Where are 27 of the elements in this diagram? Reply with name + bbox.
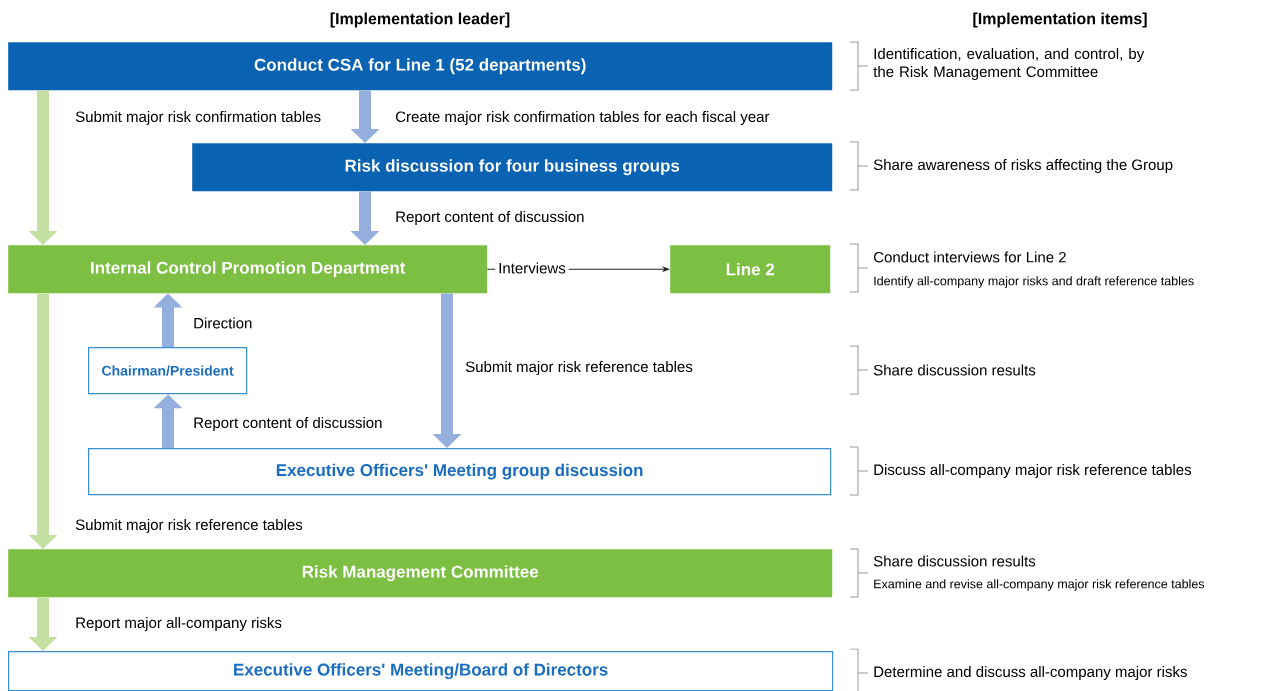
edge-label: Report content of discussion (392, 208, 588, 228)
edge-label: Interviews (495, 259, 569, 277)
note-text: Share awareness of risks affecting the Group (873, 159, 1173, 173)
process-box: Chairman/President (88, 347, 248, 395)
note-text: Determine and discuss all-company major risks (874, 666, 1187, 680)
process-box: Conduct CSA for Line 1 (52 departments) (8, 42, 833, 91)
note-text: Examine and revise all-company major risk reference tables (874, 579, 1205, 591)
edge-label: Report content of discussion (190, 414, 386, 434)
edge-label: Submit major risk reference tables (462, 358, 696, 378)
column-heading: [Implementation items] (973, 12, 1147, 28)
edge-label: Submit major risk confirmation tables (72, 108, 325, 128)
edge-label: Report major all-company risks (72, 614, 285, 634)
process-box: Risk discussion for four business groups (192, 143, 833, 192)
process-box: Executive Officers' Meeting/Board of Directors (8, 651, 834, 691)
note-text: Discuss all-company major risk reference tables (874, 464, 1192, 478)
process-box: Internal Control Promotion Department (8, 245, 488, 294)
note-text: Share discussion results (873, 364, 1036, 376)
edge-label: Create major risk confirmation tables for each fiscal year (392, 108, 773, 128)
process-box: Executive Officers' Meeting group discussion (88, 448, 832, 496)
note-text: Conduct interviews for Line 2 (874, 251, 1066, 263)
process-box: Risk Management Committee (8, 549, 833, 598)
edge-label: Direction (190, 314, 256, 332)
process-box: Line 2 (670, 245, 831, 294)
edge-label: Submit major risk reference tables (72, 516, 306, 536)
note-text: Identify all-company major risks and draft reference tables (874, 276, 1194, 288)
note-text: Share discussion results (873, 555, 1036, 567)
note-text: Identification, evaluation, and control, by the Risk Management Committee (873, 48, 1145, 80)
